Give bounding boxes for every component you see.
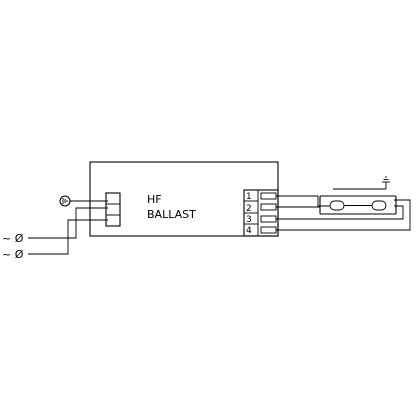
ground-icon: [382, 176, 390, 189]
mains-symbol-n: ~ Ø: [2, 248, 24, 261]
terminal-4-label: 4: [246, 226, 252, 236]
ballast-label-ballast: BALLAST: [147, 208, 196, 221]
terminal-1-label: 1: [246, 192, 252, 202]
terminal-3-label: 3: [246, 215, 252, 225]
input-wiring: [28, 200, 108, 255]
earth-symbol: [59, 195, 71, 207]
output-wiring: [276, 195, 411, 231]
terminal-2-label: 2: [246, 204, 252, 214]
output-terminal-block: [243, 189, 279, 237]
input-terminal-block: [105, 192, 121, 227]
fluorescent-lamp: [319, 195, 397, 215]
ballast-label-hf: HF: [147, 193, 162, 206]
mains-symbol-l: ~ Ø: [2, 232, 24, 245]
